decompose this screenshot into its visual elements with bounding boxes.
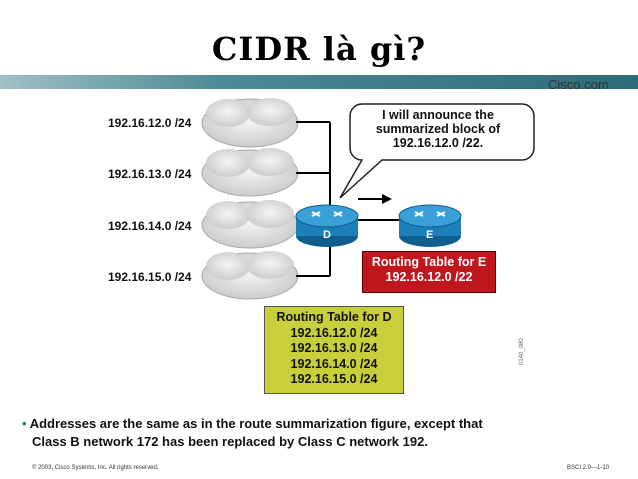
callout-bubble [339, 103, 535, 199]
figure-code: 0140_080 [519, 338, 525, 365]
cloud-icon [201, 148, 299, 197]
footer-page: BSCI 2.0—1-10 [567, 465, 610, 471]
router-icon [295, 204, 359, 247]
router-d-label: D [323, 229, 331, 241]
callout-text: I will announce the summarized block of … [358, 108, 518, 150]
network-label: 192.16.15.0 /24 [108, 270, 192, 284]
routing-table-entry: 192.16.12.0 /22 [385, 270, 473, 284]
routing-table-entry: 192.16.12.0 /24 [290, 325, 378, 340]
routing-table-entry: 192.16.14.0 /24 [290, 356, 378, 371]
cloud-icon [201, 251, 299, 300]
router-icon [398, 204, 462, 247]
routing-table-e: Routing Table for E 192.16.12.0 /22 [362, 251, 496, 293]
cloud-icon [201, 98, 299, 148]
brand-label: Cisco.com [548, 77, 609, 92]
routing-table-d: Routing Table for D 192.16.12.0 /24 192.… [264, 306, 404, 394]
slide-title: CIDR là gì? [211, 30, 427, 68]
network-label: 192.16.13.0 /24 [108, 167, 192, 181]
network-label: 192.16.12.0 /24 [108, 116, 192, 130]
router-e-label: E [426, 229, 434, 241]
callout-line: 192.16.12.0 /22. [392, 136, 484, 150]
routing-table-title: Routing Table for D [276, 310, 392, 324]
bullet-text: • Addresses are the same as in the route… [22, 415, 622, 451]
routing-table-entry: 192.16.15.0 /24 [290, 372, 378, 386]
callout-line: summarized block of [375, 122, 501, 136]
routing-table-entry: 192.16.13.0 /24 [290, 341, 378, 355]
cloud-icon [201, 200, 299, 249]
bullet-line: Class B network 172 has been replaced by… [32, 434, 428, 449]
bullet-icon: • [22, 416, 27, 431]
network-label: 192.16.14.0 /24 [108, 219, 192, 233]
bullet-line: Addresses are the same as in the route s… [29, 416, 483, 431]
footer-copyright: © 2003, Cisco Systems, Inc. All rights r… [32, 465, 159, 471]
routing-table-title: Routing Table for E [371, 255, 487, 269]
header-bar [0, 75, 638, 89]
callout-line: I will announce the [382, 108, 494, 122]
